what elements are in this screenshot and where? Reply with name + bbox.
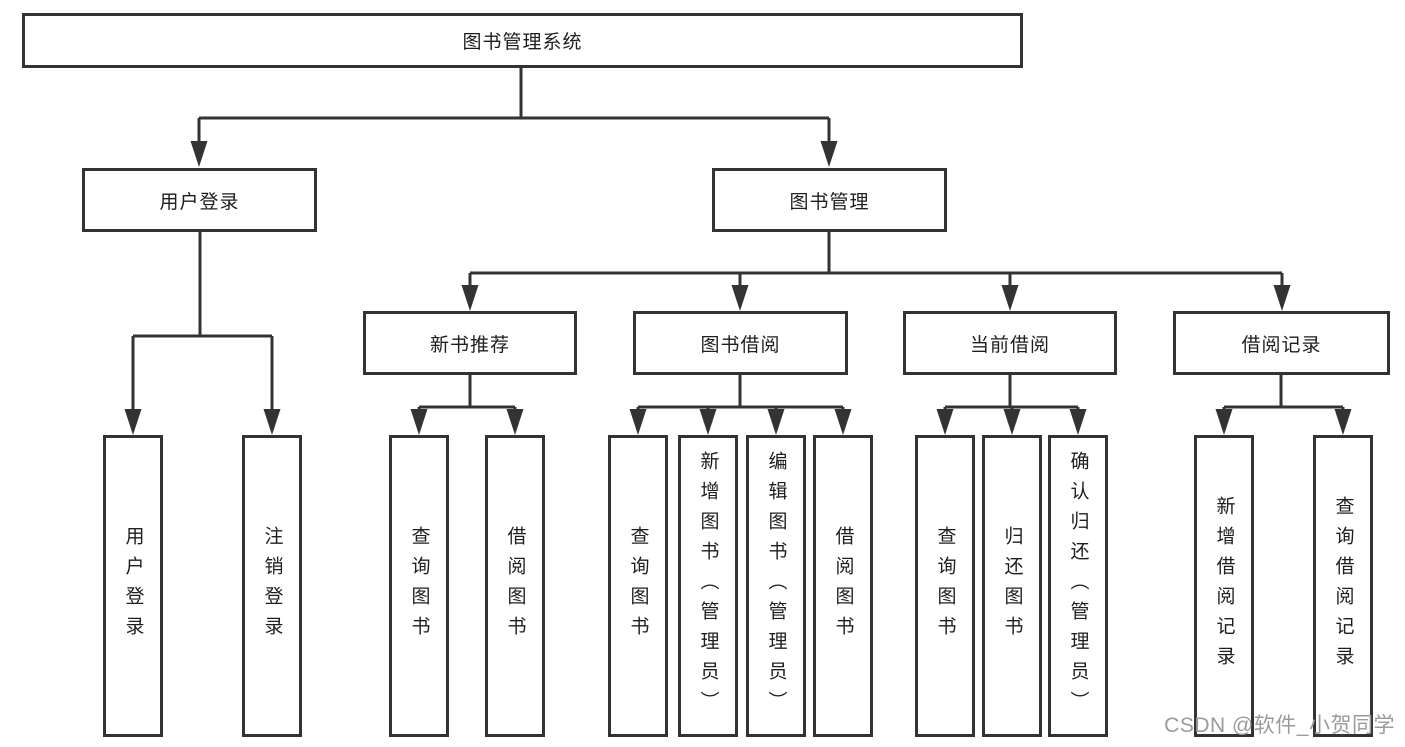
leaf-query-books-current: 查询图书 — [915, 435, 975, 737]
leaf-return-book: 归还图书 — [982, 435, 1042, 737]
leaf-add-borrow-record-label: 新增借阅记录 — [1213, 496, 1235, 676]
connector-user-login-to-leaves — [124, 232, 281, 435]
leaf-logout-label: 注销登录 — [261, 526, 283, 646]
watermark: CSDN @软件_小贺同学 — [1164, 714, 1395, 737]
leaf-query-books-borrow-label: 查询图书 — [627, 526, 649, 646]
node-new-book-recommend: 新书推荐 — [363, 311, 577, 375]
node-current-borrow: 当前借阅 — [903, 311, 1117, 375]
leaf-borrow-books-recommend: 借阅图书 — [485, 435, 545, 737]
node-borrow-records: 借阅记录 — [1173, 311, 1390, 375]
leaf-borrow-books: 借阅图书 — [813, 435, 873, 737]
node-borrow-records-label: 借阅记录 — [1241, 334, 1322, 356]
node-book-borrow-label: 图书借阅 — [700, 334, 781, 356]
node-new-book-recommend-label: 新书推荐 — [429, 334, 510, 356]
connector-new-book-recommend-to-leaves — [410, 375, 524, 435]
leaf-add-book-admin: 新增图书（管理员） — [678, 435, 738, 737]
leaf-edit-book-admin-label: 编辑图书（管理员） — [765, 451, 787, 721]
leaf-return-book-label: 归还图书 — [1001, 526, 1023, 646]
connector-current-borrow-to-leaves — [936, 375, 1087, 435]
leaf-query-books-borrow: 查询图书 — [608, 435, 668, 737]
leaf-query-books-recommend: 查询图书 — [389, 435, 449, 737]
leaf-query-books-recommend-label: 查询图书 — [408, 526, 430, 646]
leaf-edit-book-admin: 编辑图书（管理员） — [746, 435, 806, 737]
leaf-query-books-current-label: 查询图书 — [934, 526, 956, 646]
leaf-logout: 注销登录 — [242, 435, 302, 737]
leaf-query-borrow-record-label: 查询借阅记录 — [1332, 496, 1354, 676]
node-book-borrow: 图书借阅 — [633, 311, 848, 375]
node-root: 图书管理系统 — [22, 13, 1023, 68]
connector-root-to-level2 — [190, 68, 838, 167]
connector-book-management-to-level3 — [461, 232, 1291, 311]
leaf-query-borrow-record: 查询借阅记录 — [1313, 435, 1373, 737]
leaf-add-borrow-record: 新增借阅记录 — [1194, 435, 1254, 737]
node-root-label: 图书管理系统 — [462, 32, 583, 53]
leaf-add-book-admin-label: 新增图书（管理员） — [697, 451, 719, 721]
node-current-borrow-label: 当前借阅 — [969, 334, 1050, 356]
leaf-confirm-return-admin: 确认归还（管理员） — [1048, 435, 1108, 737]
node-book-management-label: 图书管理 — [789, 191, 870, 213]
leaf-borrow-books-recommend-label: 借阅图书 — [504, 526, 526, 646]
leaf-user-login-label: 用户登录 — [122, 526, 144, 646]
leaf-user-login: 用户登录 — [103, 435, 163, 737]
node-user-login-label: 用户登录 — [159, 191, 240, 213]
node-book-management: 图书管理 — [712, 168, 947, 232]
leaf-borrow-books-label: 借阅图书 — [832, 526, 854, 646]
leaf-confirm-return-admin-label: 确认归还（管理员） — [1067, 451, 1089, 721]
connector-book-borrow-to-leaves — [629, 375, 852, 435]
connector-borrow-records-to-leaves — [1215, 375, 1352, 435]
node-user-login: 用户登录 — [82, 168, 317, 232]
